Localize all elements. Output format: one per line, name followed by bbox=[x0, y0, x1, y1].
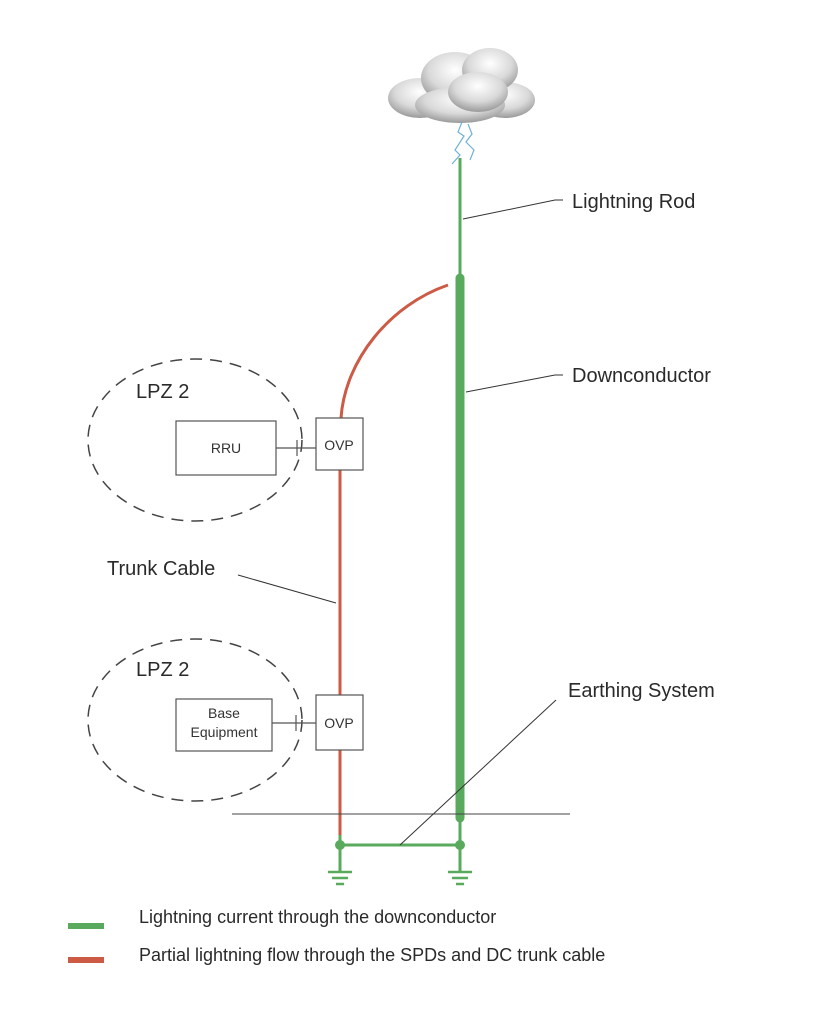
lightning-bolt-icon bbox=[451, 121, 475, 165]
downconductor-label: Downconductor bbox=[572, 365, 711, 387]
legend-label-green: Lightning current through the downconduc… bbox=[139, 907, 496, 927]
junction-dot-left bbox=[335, 840, 345, 850]
legend-label-red: Partial lightning flow through the SPDs … bbox=[139, 945, 605, 965]
partial-flow-arc bbox=[339, 283, 449, 419]
lightning-rod-leader bbox=[462, 199, 563, 220]
trunk-cable-leader bbox=[237, 574, 337, 604]
storm-cloud-icon bbox=[388, 48, 535, 123]
ground-symbol-icon bbox=[328, 870, 352, 886]
base-equipment-label-line2: Equipment bbox=[191, 724, 258, 740]
base-equipment-box bbox=[175, 698, 273, 752]
earthing-system-label: Earthing System bbox=[568, 680, 715, 702]
lpz-zone-upper bbox=[87, 358, 303, 522]
legend: Lightning current through the downconduc… bbox=[68, 907, 605, 965]
ground-symbol-icon bbox=[448, 870, 472, 886]
earthing-system-leader bbox=[399, 699, 557, 846]
trunk-cable-label: Trunk Cable bbox=[107, 558, 215, 580]
ovp-label-upper: OVP bbox=[324, 437, 354, 453]
lightning-rod-label: Lightning Rod bbox=[572, 191, 695, 213]
lpz-label-upper: LPZ 2 bbox=[136, 381, 189, 403]
rru-box bbox=[175, 420, 277, 476]
lpz-zone-lower bbox=[87, 638, 303, 802]
lpz-label-lower: LPZ 2 bbox=[136, 659, 189, 681]
junction-dot-right bbox=[455, 840, 465, 850]
base-equipment-label-line1: Base bbox=[208, 705, 240, 721]
ovp-label-lower: OVP bbox=[324, 715, 354, 731]
downconductor-leader bbox=[465, 374, 563, 393]
ovp-box-lower bbox=[315, 694, 364, 751]
ovp-box-upper bbox=[315, 417, 364, 471]
rru-label: RRU bbox=[211, 440, 241, 456]
